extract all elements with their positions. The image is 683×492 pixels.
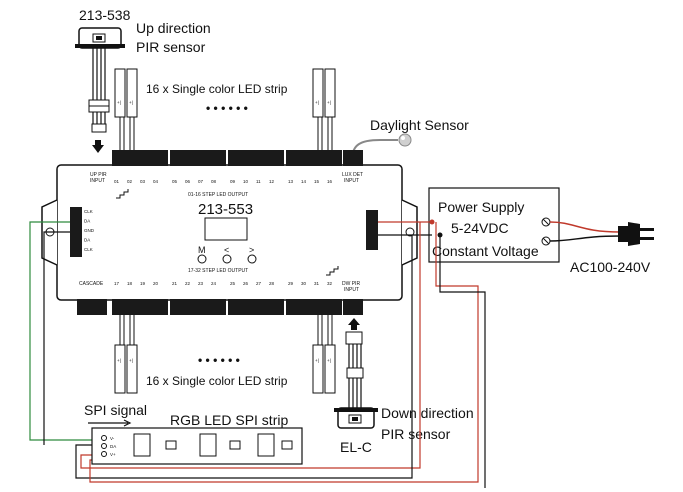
- svg-text:+|: +|: [117, 358, 121, 363]
- button-label-m: M: [198, 245, 206, 255]
- channel-label: 01: [114, 179, 120, 184]
- power-supply: [428, 187, 560, 263]
- upper-sensor-line1: Up direction: [136, 20, 211, 36]
- spi-pin-label: DA: [84, 238, 90, 243]
- channel-label: 23: [198, 281, 204, 286]
- spi-pin-label: CLK: [84, 209, 93, 214]
- ac-plug-icon: [549, 221, 654, 246]
- top-channel-labels: 01 02 03 04 05 06 07 08 09 10 11 12 13 14 15 16: [114, 179, 333, 184]
- dw-pir-label-1: DW PIR: [342, 281, 360, 287]
- svg-text:+|: +|: [315, 100, 319, 105]
- channel-label: 18: [127, 281, 133, 286]
- channel-label: 13: [288, 179, 294, 184]
- channel-label: 21: [172, 281, 178, 286]
- ac-label: AC100-240V: [570, 259, 651, 275]
- spi-wiring: [29, 221, 100, 445]
- bottom-channel-labels: 17 18 19 20 21 22 23 24 25 26 27 28 29 30 31 32: [114, 281, 333, 286]
- spi-strip: [91, 427, 303, 465]
- lux-det-label-2: INPUT: [344, 178, 359, 184]
- channel-label: 16: [327, 179, 333, 184]
- channel-label: 32: [327, 281, 333, 286]
- upper-sensor-model: 213-538: [79, 7, 131, 23]
- spi-pin-da: DA: [110, 444, 116, 449]
- channel-label: 27: [256, 281, 262, 286]
- channel-label: 29: [288, 281, 294, 286]
- daylight-label: Daylight Sensor: [370, 117, 469, 133]
- power-line2: 5-24VDC: [451, 220, 509, 236]
- strip-bottom-label: 16 x Single color LED strip: [146, 374, 288, 388]
- cascade-label: CASCADE: [79, 281, 104, 287]
- m-button-icon: [197, 254, 207, 264]
- channel-label: 04: [153, 179, 159, 184]
- channel-label: 09: [230, 179, 236, 184]
- strip-top-label: 16 x Single color LED strip: [146, 82, 288, 96]
- channel-label: 07: [198, 179, 204, 184]
- lower-sensor-line1: Down direction: [381, 405, 474, 421]
- lower-sensor-model: EL-C: [340, 439, 372, 455]
- spi-pin-label: GND: [84, 228, 95, 233]
- controller-model: 213-553: [198, 201, 253, 218]
- button-label-left: <: [224, 245, 229, 255]
- channel-label: 06: [185, 179, 191, 184]
- bottom-led-strips: +| +| +| +|: [114, 315, 336, 394]
- svg-text:+|: +|: [327, 358, 331, 363]
- spi-pin-label: CLK: [84, 247, 93, 252]
- channel-label: 20: [153, 281, 159, 286]
- dw-pir-label-2: INPUT: [344, 287, 359, 293]
- button-label-right: >: [249, 245, 254, 255]
- channel-label: 08: [211, 179, 217, 184]
- spi-signal-label: SPI signal: [84, 402, 147, 418]
- channel-label: 11: [256, 179, 261, 184]
- spi-strip-label: RGB LED SPI strip: [170, 412, 288, 428]
- channel-label: 28: [269, 281, 275, 286]
- channel-label: 24: [211, 281, 217, 286]
- spi-pin-vminus: V-: [110, 436, 115, 441]
- left-button-icon: [222, 254, 232, 264]
- svg-text:+|: +|: [117, 100, 121, 105]
- controller-spi-pins: CLK DA GND DA CLK: [84, 209, 95, 252]
- lower-pir-sensor: [334, 318, 378, 429]
- upper-pir-sensor: [75, 27, 125, 153]
- bottom-dots: • • • • • •: [198, 353, 240, 367]
- channel-label: 10: [243, 179, 249, 184]
- channel-label: 26: [243, 281, 249, 286]
- channel-label: 05: [172, 179, 178, 184]
- power-wiring: [75, 219, 486, 488]
- svg-text:+|: +|: [129, 100, 133, 105]
- top-dots: • • • • • •: [206, 101, 248, 115]
- channel-label: 17: [114, 281, 120, 286]
- arrow-right-icon: [88, 419, 132, 427]
- channel-label: 02: [127, 179, 133, 184]
- svg-text:+|: +|: [315, 358, 319, 363]
- top-led-strips: +| +| +| +|: [114, 68, 336, 152]
- spi-pin-label: DA: [84, 219, 90, 224]
- svg-text:+|: +|: [327, 100, 331, 105]
- channel-label: 31: [314, 281, 320, 286]
- up-pir-label-2: INPUT: [90, 178, 105, 184]
- channel-label: 19: [140, 281, 146, 286]
- power-line3: Constant Voltage: [432, 243, 539, 259]
- lux-det-label-1: LUX DET: [342, 172, 363, 178]
- channel-label: 22: [185, 281, 191, 286]
- lower-sensor-line2: PIR sensor: [381, 426, 451, 442]
- channel-label: 03: [140, 179, 146, 184]
- up-pir-label-1: UP PIR: [90, 172, 107, 178]
- right-button-icon: [247, 254, 257, 264]
- channel-label: 30: [301, 281, 307, 286]
- channel-label: 12: [269, 179, 275, 184]
- channel-label: 25: [230, 281, 236, 286]
- up-arrow-icon: [348, 318, 360, 330]
- svg-text:+|: +|: [129, 358, 133, 363]
- channel-label: 14: [301, 179, 307, 184]
- top-output-title: 01-16 STEP LED OUTPUT: [188, 192, 248, 198]
- channel-label: 15: [314, 179, 320, 184]
- power-line1: Power Supply: [438, 199, 524, 215]
- spi-pin-vplus: V+: [110, 452, 116, 457]
- bottom-output-title: 17-32 STEP LED OUTPUT: [188, 268, 248, 274]
- down-arrow-icon: [92, 140, 104, 153]
- upper-sensor-line2: PIR sensor: [136, 39, 206, 55]
